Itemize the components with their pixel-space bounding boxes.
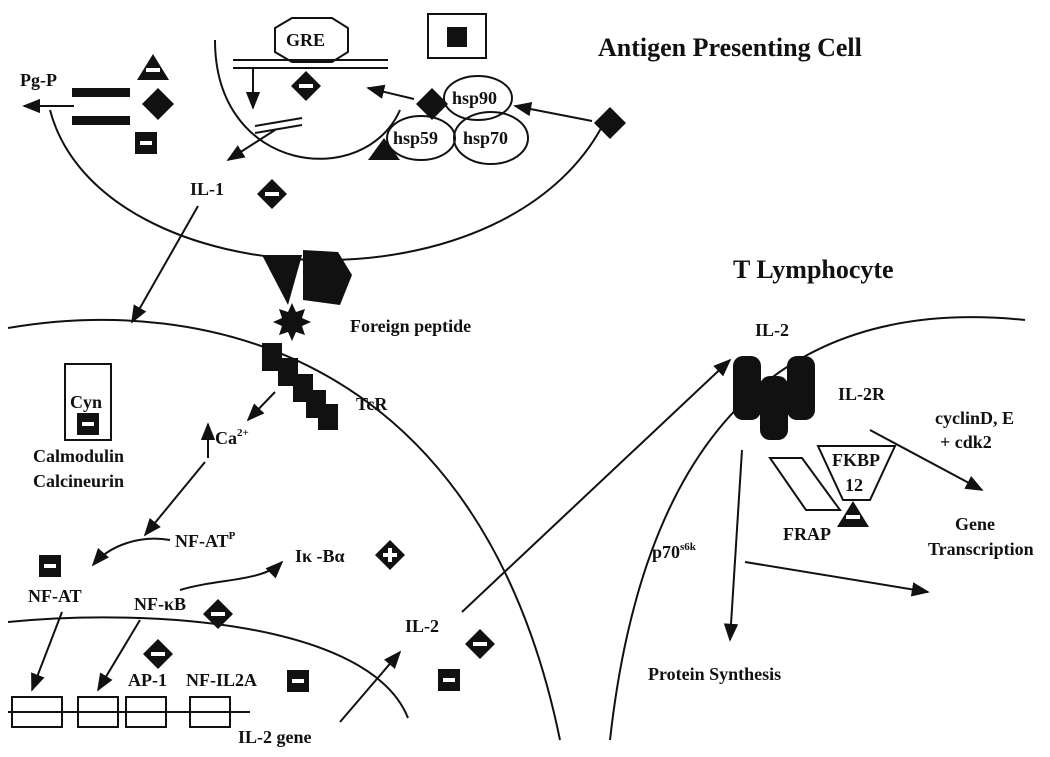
gene-box-2 [77, 696, 119, 728]
fkbp-label: FKBP [832, 450, 880, 470]
apc-title: Antigen Presenting Cell [598, 33, 862, 62]
hsp-triangle-icon [368, 138, 400, 160]
pgp-inhibit-icon [135, 132, 157, 154]
hsp90-label: hsp90 [452, 88, 497, 108]
ap1-label: AP-1 [128, 670, 167, 690]
fkbp-shape [816, 445, 897, 501]
apc-nucleus-membrane [214, 39, 401, 160]
calcineurin-label: Calcineurin [33, 471, 124, 491]
il2r-label: IL-2R [838, 384, 886, 404]
il1-label: IL-1 [190, 179, 224, 199]
fkbp-triangle-icon [837, 501, 869, 527]
nfkb-label: NF-κB [134, 594, 186, 614]
nfat-label: NF-AT [28, 586, 82, 606]
pgp-label: Pg-P [20, 70, 57, 90]
tcell-nucleus-membrane [7, 616, 409, 719]
il2r-receptor [733, 356, 815, 440]
gre-label: GRE [286, 30, 325, 50]
calmodulin-label: Calmodulin [33, 446, 124, 466]
transcription-label: Transcription [928, 539, 1034, 559]
gene-label: Gene [955, 514, 995, 534]
il2-gene-label: IL-2 gene [238, 727, 312, 747]
ikb-label: Iκ -Bα [295, 546, 345, 566]
cyclin-label: cyclinD, E [935, 408, 1014, 428]
hsp70-ellipse [453, 111, 529, 165]
pgp-triangle-icon [137, 54, 169, 80]
il2-inhibit-diamond-icon [465, 629, 495, 659]
nfatp-label: NF-ATP [175, 530, 236, 551]
apc-membrane [49, 109, 611, 261]
il2-right-label: IL-2 [755, 320, 789, 340]
fkbp-num-label: 12 [845, 475, 863, 495]
tcr-receptor [262, 343, 338, 430]
frap-label: FRAP [783, 524, 831, 544]
ikb-activate-icon [375, 540, 405, 570]
cyn-box [64, 363, 112, 441]
mhc-right [303, 250, 352, 305]
il1-inhibit-icon [257, 179, 287, 209]
hsp70-label: hsp70 [463, 128, 508, 148]
cyn-inhibit-icon [77, 413, 99, 435]
pgp-diamond-icon [142, 88, 174, 120]
nfat-inhibit-icon [39, 555, 61, 577]
nfkb-inhibit-icon [203, 599, 233, 629]
gene-box-1 [11, 696, 63, 728]
hsp90-ellipse [443, 75, 513, 121]
lymphocyte-title: T Lymphocyte [733, 255, 894, 284]
foreign-peptide-star [273, 303, 311, 341]
cdk2-label: + cdk2 [940, 432, 992, 452]
protein-synthesis-label: Protein Synthesis [648, 664, 781, 684]
mhc-left [262, 255, 302, 305]
nfil2a-inhibit-icon [287, 670, 309, 692]
frap-shape [768, 457, 842, 511]
gre-inhibit-icon [291, 71, 321, 101]
hsp59-label: hsp59 [393, 128, 438, 148]
tcr-label: TcR [356, 394, 388, 414]
receptor-box [427, 13, 487, 59]
il2-mid-label: IL-2 [405, 616, 439, 636]
nfil2a-label: NF-IL2A [186, 670, 257, 690]
ca-label: Ca2+ [215, 427, 249, 448]
cyn-label: Cyn [70, 392, 102, 412]
ap1-inhibit-icon [143, 639, 173, 669]
foreign-peptide-label: Foreign peptide [350, 316, 471, 336]
gre-box [274, 17, 349, 63]
il2-inhibit-square-icon [438, 669, 460, 691]
gene-box-3 [125, 696, 167, 728]
gene-box-4 [189, 696, 231, 728]
tcell-membrane [7, 318, 561, 741]
p70-label: p70s6k [652, 541, 697, 562]
